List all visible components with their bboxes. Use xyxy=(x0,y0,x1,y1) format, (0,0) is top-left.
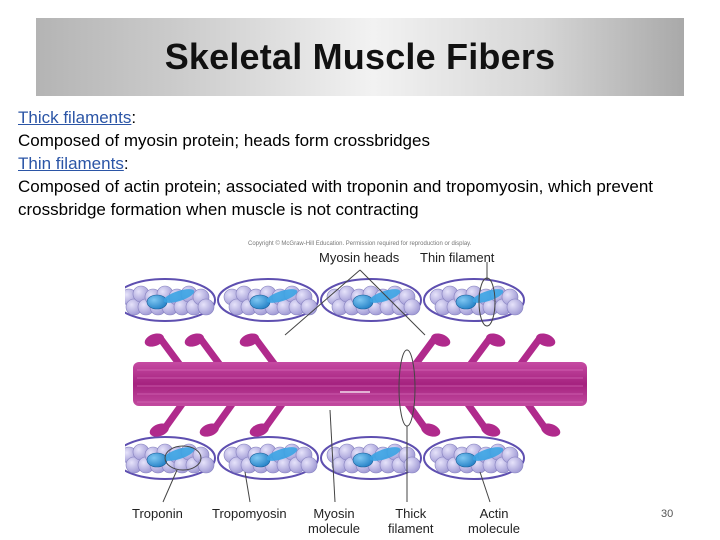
myosin-head xyxy=(144,333,164,347)
actin-bead xyxy=(403,456,421,474)
actin-bead xyxy=(506,298,524,316)
figure-copyright: Copyright © McGraw-Hill Education. Permi… xyxy=(248,241,472,247)
actin-segment xyxy=(320,436,422,480)
slide-body: Thick filaments: Composed of myosin prot… xyxy=(18,106,708,221)
thick-filaments-term[interactable]: Thick filaments xyxy=(18,108,132,127)
actin-segment xyxy=(217,436,319,480)
actin-bead xyxy=(300,298,318,316)
thick-filaments-heading: Thick filaments: xyxy=(18,108,137,127)
actin-segment xyxy=(423,436,525,480)
myosin-head xyxy=(481,423,501,437)
actin-segment xyxy=(125,436,216,480)
thin-filaments-heading: Thin filaments: xyxy=(18,154,129,173)
tropomyosin-strand xyxy=(423,436,525,480)
callout-myosin-heads xyxy=(359,269,426,336)
title-banner: Skeletal Muscle Fibers xyxy=(36,18,684,96)
actin-bead xyxy=(506,456,524,474)
page-number: 30 xyxy=(661,508,674,520)
troponin-complex xyxy=(146,452,168,468)
actin-segment xyxy=(125,278,216,322)
myosin-head xyxy=(421,423,441,437)
tropomyosin-strand xyxy=(125,278,216,322)
slide-title: Skeletal Muscle Fibers xyxy=(164,36,556,77)
muscle-filament-diagram xyxy=(125,262,587,503)
troponin-strand xyxy=(266,447,298,461)
thin-filaments-description: Composed of actin protein; associated wi… xyxy=(18,177,654,219)
thin-filaments-term[interactable]: Thin filaments xyxy=(18,154,124,173)
callout-myosin-heads xyxy=(284,269,361,336)
myosin-head xyxy=(431,333,451,347)
troponin-strand xyxy=(369,447,401,461)
troponin-complex xyxy=(352,294,374,310)
thick-filament-body xyxy=(133,362,587,406)
troponin-complex xyxy=(455,294,477,310)
muscle-filament-figure xyxy=(125,240,595,538)
actin-segment xyxy=(217,278,319,322)
myosin-head-tail xyxy=(156,334,184,369)
myosin-head xyxy=(149,423,169,437)
troponin-complex xyxy=(249,452,271,468)
actin-bead xyxy=(403,298,421,316)
myosin-head-tail xyxy=(196,334,224,369)
thin-filament-top xyxy=(125,278,525,322)
actin-segment xyxy=(320,278,422,322)
callout-troponin-ring xyxy=(164,445,202,471)
tropomyosin-strand xyxy=(125,436,216,480)
label-troponin: Troponin xyxy=(132,506,183,521)
myosin-head xyxy=(199,423,219,437)
myosin-head xyxy=(541,423,561,437)
label-tropomyosin: Tropomyosin xyxy=(212,506,287,521)
thin-filament-bottom xyxy=(125,436,525,480)
troponin-complex xyxy=(455,452,477,468)
troponin-strand xyxy=(266,289,298,303)
label-actin-molecule: Actin molecule xyxy=(468,506,521,536)
myosin-head xyxy=(249,423,269,437)
label-thin-filament: Thin filament xyxy=(420,250,495,265)
callout-actin-molecule xyxy=(479,471,491,503)
callout-myosin-molecule xyxy=(329,409,336,503)
callout-troponin xyxy=(162,469,178,503)
myosin-head-tail xyxy=(516,334,544,369)
tropomyosin-strand xyxy=(217,436,319,480)
troponin-strand xyxy=(163,447,195,461)
myosin-head-tail xyxy=(411,334,439,369)
tropomyosin-strand xyxy=(217,278,319,322)
troponin-strand xyxy=(369,289,401,303)
troponin-strand xyxy=(472,447,504,461)
thick-filament xyxy=(133,362,587,406)
label-myosin-molecule: Myosin molecule xyxy=(308,506,361,536)
actin-segment xyxy=(423,278,525,322)
callout-tropomyosin xyxy=(244,471,251,503)
myosin-head-tail xyxy=(466,334,494,369)
label-myosin-heads: Myosin heads xyxy=(319,250,400,265)
thick-filaments-description: Composed of myosin protein; heads form c… xyxy=(18,131,430,150)
actin-bead xyxy=(197,298,215,316)
myosin-head xyxy=(239,333,259,347)
callout-lines xyxy=(162,262,496,503)
label-thick-filament: Thick filament xyxy=(388,506,434,536)
troponin-complex xyxy=(249,294,271,310)
callout-thin-filament-ring xyxy=(478,277,496,327)
troponin-strand xyxy=(472,289,504,303)
troponin-strand xyxy=(163,289,195,303)
actin-bead xyxy=(300,456,318,474)
tropomyosin-strand xyxy=(320,278,422,322)
myosin-head xyxy=(184,333,204,347)
troponin-complex xyxy=(352,452,374,468)
tropomyosin-strand xyxy=(320,436,422,480)
tropomyosin-strand xyxy=(423,278,525,322)
myosin-head xyxy=(486,333,506,347)
troponin-complex xyxy=(146,294,168,310)
myosin-head xyxy=(536,333,556,347)
myosin-head-tail xyxy=(251,334,279,369)
